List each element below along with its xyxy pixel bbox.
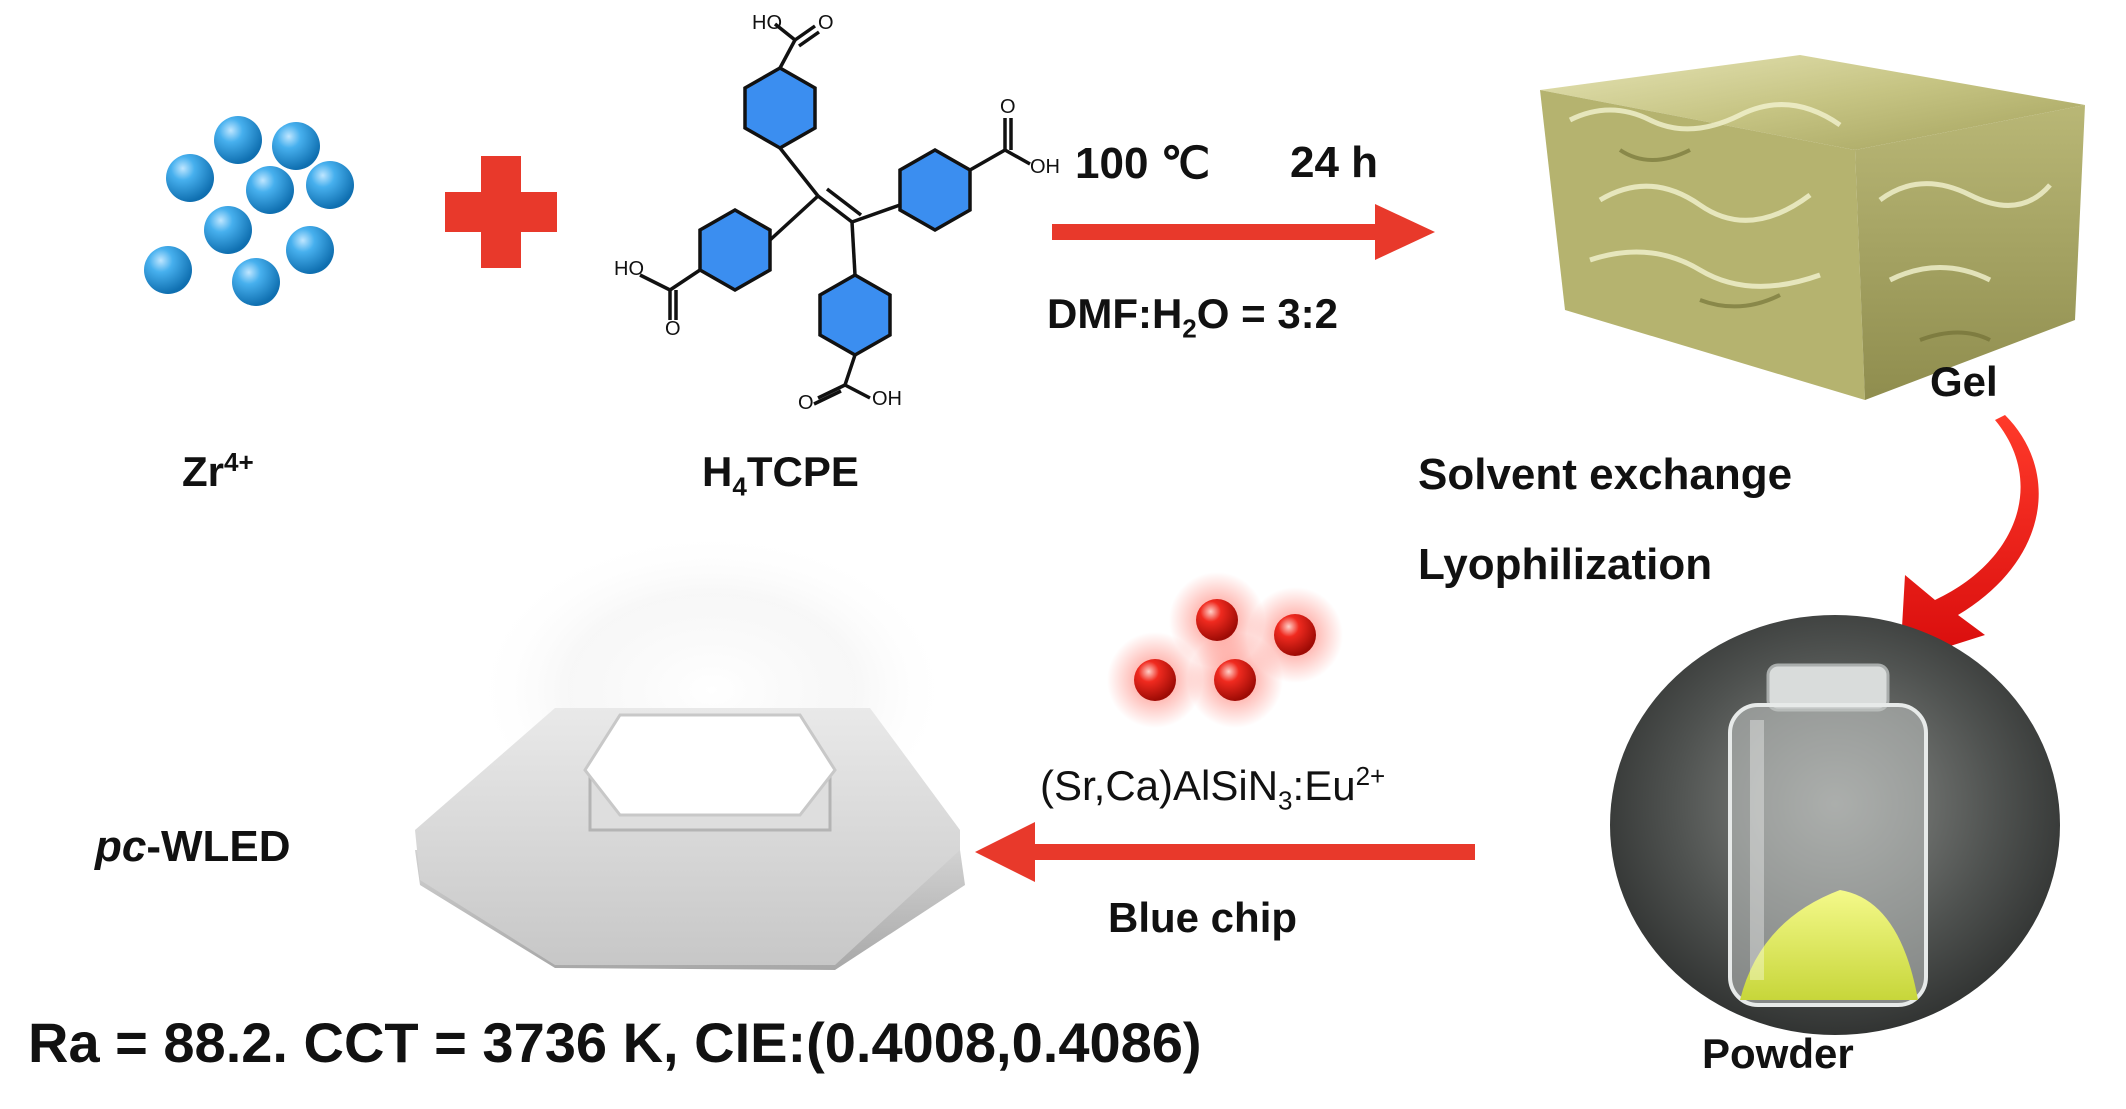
yellow-powder: [1740, 890, 1918, 1000]
zr-sphere: [232, 258, 280, 306]
zr-sphere: [306, 161, 354, 209]
phosphor-label-mid: :Eu: [1292, 762, 1356, 809]
solvent-label-sub: 2: [1182, 313, 1197, 344]
curved-arrow: [1900, 415, 2039, 662]
solvent-label-pre: DMF:H: [1047, 290, 1183, 337]
benzene-ring: [698, 207, 772, 293]
time-label: 24 h: [1290, 138, 1379, 187]
phosphor-sphere: [1196, 599, 1238, 641]
phosphor-label: (Sr,Ca)AlSiN3:Eu2+: [1040, 761, 1386, 813]
benzene-ring: [743, 65, 817, 151]
temperature-label: 100 ℃: [1075, 139, 1211, 188]
reaction-arrow-1: [1052, 204, 1435, 260]
cooh-label: OH: [872, 388, 902, 410]
phosphor-sphere: [1134, 659, 1176, 701]
blue-chip-label: Blue chip: [1108, 894, 1298, 941]
cooh-label: HO: [614, 258, 644, 280]
zr-sphere: [144, 246, 192, 294]
cooh-label: O: [1000, 96, 1016, 118]
zr-ion-cluster: [144, 116, 354, 306]
phosphor-label-sub: 3: [1278, 785, 1293, 816]
zr-sphere: [286, 226, 334, 274]
cooh-label: O: [818, 12, 834, 34]
cooh-label: HO: [752, 12, 782, 34]
reaction-arrow-3: [975, 822, 1475, 882]
zr-sphere: [246, 166, 294, 214]
gel-block: [1540, 55, 2085, 400]
phosphor-label-sup: 2+: [1355, 761, 1386, 791]
wled-device: [415, 530, 965, 970]
benzene-ring: [818, 272, 892, 358]
wled-chip: [583, 713, 837, 817]
phosphor-particles: [1107, 572, 1343, 728]
linker-label: H4TCPE: [702, 448, 859, 499]
solvent-exchange-label: Solvent exchange: [1418, 450, 1793, 499]
result-metrics: Ra = 88.2. CCT = 3736 K, CIE:(0.4008,0.4…: [28, 1011, 1202, 1074]
zr-sphere: [166, 154, 214, 202]
zr-label-base: Zr: [182, 448, 224, 495]
cooh-label: OH: [1030, 156, 1060, 178]
cooh-label: O: [798, 392, 814, 414]
zr-label: Zr4+: [182, 448, 254, 496]
zr-sphere: [272, 122, 320, 170]
linker-label-pre: H: [702, 448, 733, 495]
solvent-label-post: O = 3:2: [1196, 290, 1339, 337]
linker-label-sub: 4: [732, 471, 747, 502]
phosphor-sphere: [1274, 614, 1316, 656]
lyophilization-label: Lyophilization: [1418, 540, 1713, 589]
cooh-label: O: [665, 318, 681, 340]
wled-label-italic: pc: [95, 822, 147, 871]
benzene-ring: [898, 147, 972, 233]
wled-label: pc-WLED: [95, 822, 291, 872]
tcpe-molecule: [639, 22, 1031, 406]
solvent-label: DMF:H2O = 3:2: [1047, 290, 1339, 341]
linker-label-post: TCPE: [746, 448, 859, 495]
powder-label: Powder: [1702, 1030, 1854, 1077]
zr-sphere: [214, 116, 262, 164]
plus-icon: [445, 156, 557, 268]
wled-label-rest: -WLED: [146, 822, 291, 871]
gel-label: Gel: [1930, 358, 1998, 405]
phosphor-label-pre: (Sr,Ca)AlSiN: [1040, 762, 1279, 809]
zr-sphere: [204, 206, 252, 254]
powder-photo: [1610, 615, 2060, 1035]
phosphor-sphere: [1214, 659, 1256, 701]
zr-label-charge: 4+: [224, 447, 254, 477]
